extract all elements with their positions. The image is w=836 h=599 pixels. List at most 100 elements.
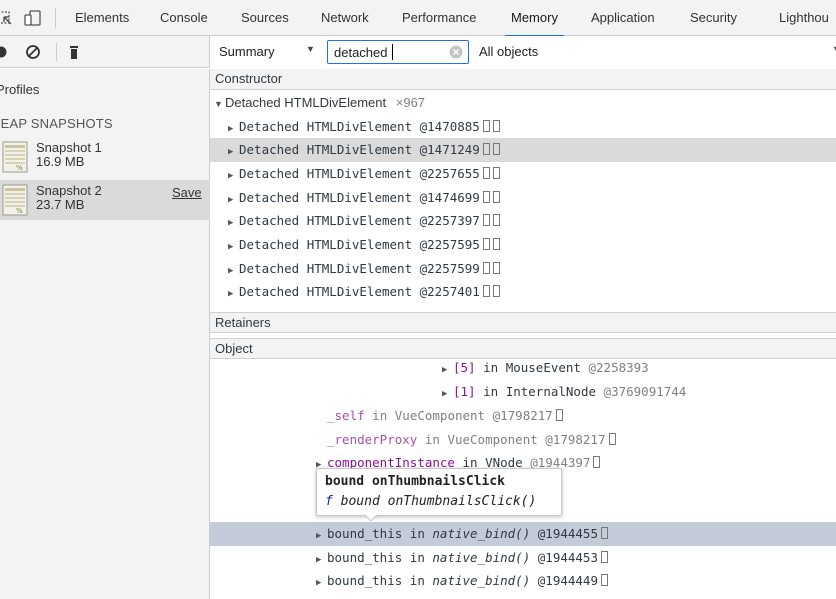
tab-memory[interactable]: Memory	[505, 0, 564, 37]
group-name: Detached HTMLDivElement	[225, 95, 387, 110]
reveal-icon[interactable]	[492, 238, 500, 250]
retainer-row[interactable]: ▶[5] in MouseEvent @2258393	[210, 356, 836, 380]
retainer-type: InternalNode	[505, 384, 597, 399]
snapshot-size: 23.7 MB	[36, 197, 85, 212]
collapsed-triangle-icon[interactable]: ▶	[228, 242, 234, 252]
collapsed-triangle-icon[interactable]: ▶	[316, 531, 322, 541]
record-icon[interactable]	[0, 45, 8, 59]
retainer-row[interactable]: ▶bound_this in native_bind() @1944455	[210, 522, 836, 546]
devtools-tab-bar: Elements Console Sources Network Perform…	[0, 0, 836, 37]
snapshot-size: 16.9 MB	[36, 154, 85, 169]
retainer-row[interactable]: ▶[1] in InternalNode @3769091744	[210, 380, 836, 404]
reveal-icon[interactable]	[492, 166, 500, 179]
collapsed-triangle-icon[interactable]: ▶	[228, 170, 234, 181]
store-as-global-icon[interactable]	[482, 143, 490, 156]
tab-console[interactable]: Console	[160, 10, 208, 25]
table-row[interactable]: ▶Detached HTMLDivElement @1474699	[210, 186, 836, 210]
snapshot-item[interactable]: % Snapshot 1 16.9 MB	[0, 137, 210, 177]
retainer-in: in	[462, 454, 478, 470]
collapsed-triangle-icon[interactable]: ▶	[442, 389, 448, 399]
reveal-icon[interactable]	[600, 527, 608, 539]
collapsed-triangle-icon[interactable]: ▶	[228, 194, 234, 205]
heap-snapshots-section-label: HEAP SNAPSHOTS	[0, 116, 113, 131]
retainer-row[interactable]: _renderProxy in VueComponent @1798217	[210, 428, 836, 452]
tab-security[interactable]: Security	[690, 10, 737, 25]
retainer-row[interactable]: ▶bound_this in native_bind() @1944453	[210, 546, 836, 570]
reveal-icon[interactable]	[608, 432, 616, 445]
collapsed-triangle-icon[interactable]: ▶	[442, 365, 448, 375]
table-row[interactable]: ▶Detached HTMLDivElement @2257397	[210, 209, 836, 233]
reveal-icon[interactable]	[600, 550, 608, 563]
reveal-icon[interactable]	[492, 261, 500, 274]
reveal-icon[interactable]	[600, 574, 608, 586]
collapsed-triangle-icon[interactable]: ▶	[228, 123, 234, 134]
collapsed-triangle-icon[interactable]: ▶	[228, 265, 234, 276]
table-row[interactable]: ▶Detached HTMLDivElement @2257655	[210, 162, 836, 186]
clear-icon[interactable]	[25, 44, 41, 60]
retainer-type: MouseEvent	[505, 360, 581, 375]
clear-filter-icon[interactable]	[449, 45, 463, 59]
snapshot-item[interactable]: % Snapshot 2 23.7 MB Save	[0, 180, 210, 220]
tooltip-arrow	[364, 514, 378, 522]
reveal-icon[interactable]	[492, 285, 500, 298]
table-row[interactable]: ▶Detached HTMLDivElement @1470885	[210, 115, 836, 139]
collapsed-triangle-icon[interactable]: ▶	[228, 147, 234, 158]
tooltip-title: bound onThumbnailsClick	[325, 474, 506, 489]
heap-snapshot-view: Constructor ▼Detached HTMLDivElement ×96…	[210, 69, 836, 599]
save-link[interactable]: Save	[172, 185, 202, 200]
row-name: Detached HTMLDivElement	[239, 165, 413, 181]
retainer-id: @1944455	[537, 526, 598, 541]
collapsed-triangle-icon[interactable]: ▶	[316, 459, 322, 470]
store-as-global-icon[interactable]	[482, 285, 490, 298]
store-as-global-icon[interactable]	[482, 261, 490, 274]
retainer-row[interactable]: _self in VueComponent @1798217	[210, 404, 836, 428]
retainer-type: native_bind()	[432, 573, 531, 588]
tab-lighthouse[interactable]: Lighthou	[779, 10, 829, 25]
retainer-id: @1944449	[537, 573, 598, 588]
store-as-global-icon[interactable]	[482, 190, 490, 203]
svg-text:%: %	[16, 207, 23, 215]
chevron-down-icon: ▼	[832, 44, 836, 54]
objects-select[interactable]: All objects	[479, 44, 539, 59]
row-name: Detached HTMLDivElement	[239, 260, 413, 276]
row-id: @1471249	[419, 142, 480, 158]
collect-garbage-icon[interactable]	[67, 44, 81, 60]
tab-sources[interactable]: Sources	[241, 10, 289, 25]
constructor-column-header[interactable]: Constructor	[210, 69, 836, 90]
reveal-icon[interactable]	[492, 119, 500, 132]
divider	[55, 8, 56, 28]
collapsed-triangle-icon[interactable]: ▶	[228, 218, 234, 229]
class-filter-input[interactable]: detached	[327, 40, 469, 64]
object-column-header[interactable]: Object	[210, 338, 836, 359]
store-as-global-icon[interactable]	[482, 238, 490, 250]
retainer-key: [5]	[453, 360, 476, 375]
expanded-triangle-icon[interactable]: ▼	[214, 99, 223, 109]
tab-network[interactable]: Network	[321, 10, 369, 25]
reveal-icon[interactable]	[492, 214, 500, 227]
reveal-icon[interactable]	[555, 409, 563, 421]
store-as-global-icon[interactable]	[482, 119, 490, 132]
table-row[interactable]: ▶Detached HTMLDivElement @2257595	[210, 233, 836, 257]
table-row[interactable]: ▶Detached HTMLDivElement @2257401	[210, 280, 836, 304]
table-row[interactable]: ▶Detached HTMLDivElement @2257599	[210, 257, 836, 281]
collapsed-triangle-icon[interactable]: ▶	[228, 289, 234, 300]
tab-performance[interactable]: Performance	[402, 10, 477, 25]
tab-elements[interactable]: Elements	[75, 10, 130, 25]
retainer-row[interactable]: ▶componentInstance in VNode @1944397	[210, 451, 836, 475]
store-as-global-icon[interactable]	[482, 166, 490, 179]
reveal-icon[interactable]	[492, 190, 500, 203]
table-row[interactable]: ▶Detached HTMLDivElement @1471249	[210, 138, 836, 162]
collapsed-triangle-icon[interactable]: ▶	[316, 578, 322, 588]
tab-application[interactable]: Application	[591, 10, 655, 25]
reveal-icon[interactable]	[492, 143, 500, 156]
reveal-icon[interactable]	[593, 455, 601, 468]
view-select[interactable]: Summary	[219, 44, 275, 59]
constructor-group-row[interactable]: ▼Detached HTMLDivElement ×967	[210, 91, 836, 115]
retainer-key: componentInstance	[327, 454, 455, 470]
inspect-element-icon[interactable]	[0, 9, 14, 27]
store-as-global-icon[interactable]	[482, 214, 490, 227]
device-toolbar-icon[interactable]	[24, 9, 42, 27]
retainer-row[interactable]: ▶bound_this in native_bind() @1944449	[210, 569, 836, 593]
collapsed-triangle-icon[interactable]: ▶	[316, 554, 322, 565]
svg-text:%: %	[16, 164, 23, 172]
